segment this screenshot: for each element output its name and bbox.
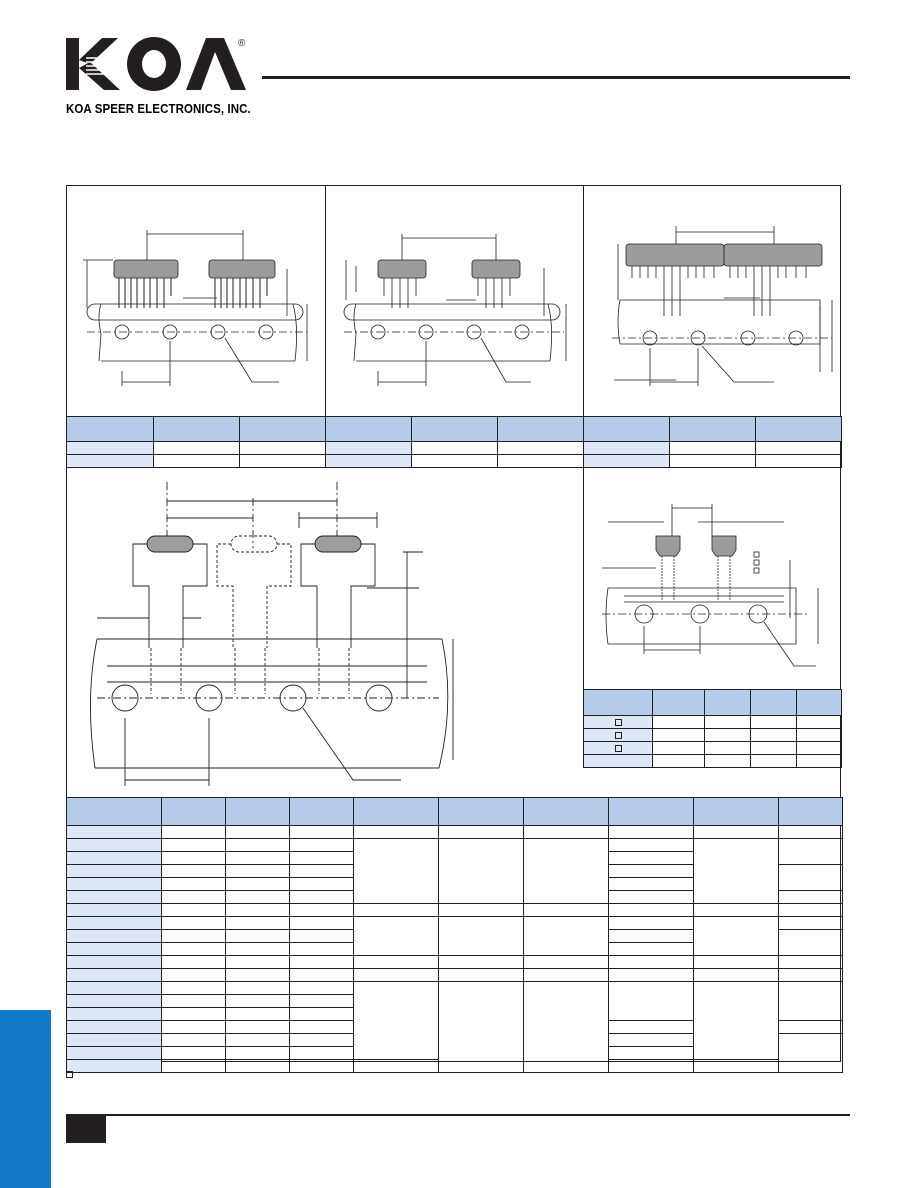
table-header-cell: [583, 416, 670, 442]
footer-rule: [66, 1114, 850, 1116]
footnote-checkbox-icon: [66, 1071, 73, 1078]
table-header-cell: [755, 416, 842, 442]
header-rule: [262, 76, 850, 79]
page-number-box: [66, 1116, 106, 1143]
taping-quantity-table: [66, 797, 843, 1073]
sip-taping-4pin-diagram: [83, 230, 308, 386]
checkbox-icon: [614, 732, 622, 740]
checkbox-icon: [614, 719, 622, 727]
top-dimension-table: [66, 416, 842, 468]
company-name: KOA SPEER ELECTRONICS, INC.: [66, 102, 251, 116]
table-header-cell: [153, 416, 240, 442]
table-header-cell: [497, 416, 584, 442]
checkbox-icon: [614, 745, 622, 753]
registered-mark: ®: [238, 38, 246, 49]
panel-divider: [583, 185, 584, 467]
section-tab: [0, 1010, 51, 1188]
sip-taping-long-body-diagram: [612, 226, 833, 386]
sip-taping-formed-leads-diagram: [343, 234, 567, 386]
disc-taping-diagram: [602, 504, 819, 667]
table-header-cell: [411, 416, 498, 442]
axial-radial-taping-diagram: [90, 482, 454, 786]
panel-divider: [583, 467, 584, 767]
table-header-cell: [239, 416, 326, 442]
koa-logo: ®: [66, 37, 246, 91]
table-header-cell: [66, 416, 154, 442]
table-header-cell: [325, 416, 412, 442]
disc-dimension-table: [583, 689, 842, 768]
table-header-cell: [669, 416, 756, 442]
panel-divider: [325, 185, 326, 467]
